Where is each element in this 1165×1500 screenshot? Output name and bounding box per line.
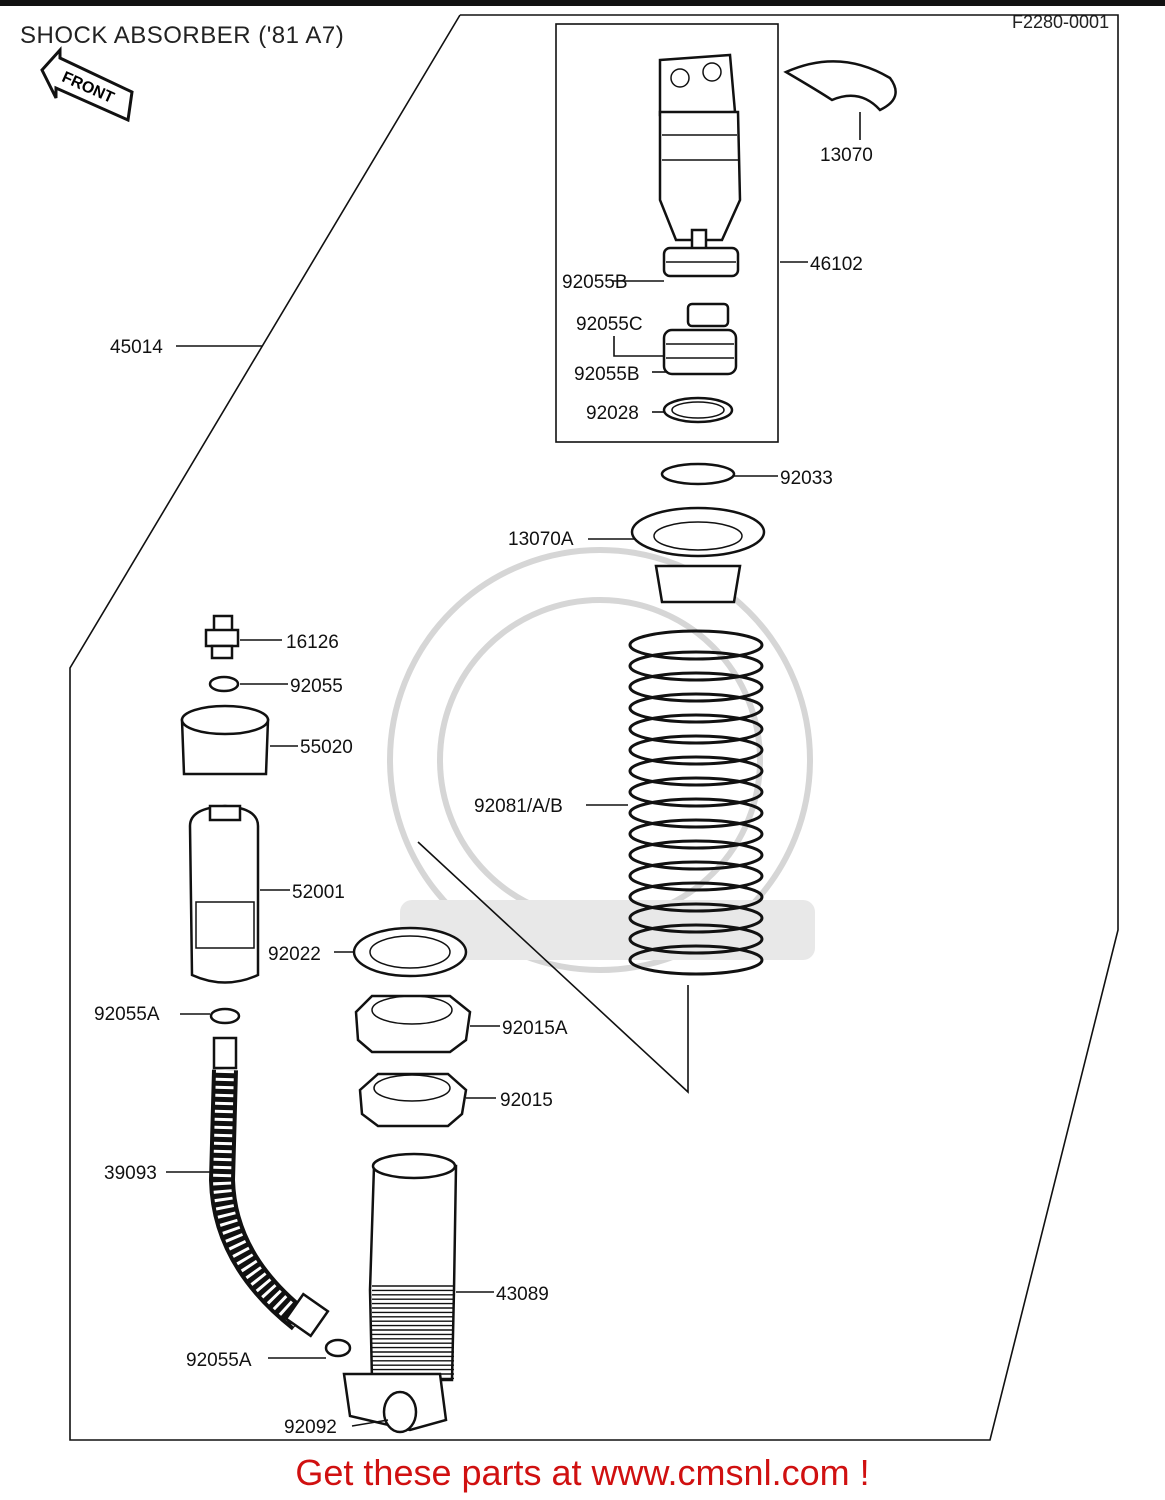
- page-title: SHOCK ABSORBER ('81 A7): [20, 22, 345, 49]
- label-45014: 45014: [110, 337, 163, 358]
- spring-coil: [628, 944, 764, 976]
- lock-nut-92015A: [354, 994, 472, 1054]
- label-13070A: 13070A: [508, 529, 574, 550]
- o-ring-92055: [208, 675, 240, 693]
- spring-group-lines: [417, 841, 689, 1094]
- damper-body-46102: [658, 53, 742, 424]
- label-92022: 92022: [268, 944, 321, 965]
- label-92015: 92015: [500, 1090, 553, 1111]
- spring-coil: [628, 818, 764, 850]
- footer-cta-link[interactable]: Get these parts at www.cmsnl.com !: [295, 1452, 870, 1493]
- spring-coil: [628, 713, 764, 745]
- spring-coil: [628, 692, 764, 724]
- lock-nut-92015: [358, 1072, 468, 1128]
- label-16126: 16126: [286, 632, 339, 653]
- spring-coil: [628, 923, 764, 955]
- hose-39093: [208, 1036, 330, 1338]
- o-ring-92055A-top: [209, 1007, 241, 1025]
- part-labels: 13070 46102 92055B 92055C 92055B 92028 9…: [94, 145, 873, 1438]
- leader-lines: [166, 112, 861, 1427]
- spring-coil: [628, 755, 764, 787]
- bushing-92092: [382, 1390, 418, 1434]
- c-clip-13070: [783, 60, 897, 112]
- label-92055A-upper: 92055A: [94, 1004, 160, 1025]
- watermark-logo: [387, 547, 815, 973]
- label-39093: 39093: [104, 1163, 157, 1184]
- spring-coil: [628, 797, 764, 829]
- label-43089: 43089: [496, 1284, 549, 1305]
- label-92055: 92055: [290, 676, 343, 697]
- coil-spring-92081: [628, 629, 764, 976]
- top-rule: [0, 0, 1165, 6]
- ring-92033: [660, 462, 736, 486]
- figure-reference: F2280-0001: [1012, 12, 1110, 32]
- label-92092: 92092: [284, 1417, 337, 1438]
- damper-group-box: [555, 23, 779, 443]
- label-92015A: 92015A: [502, 1018, 568, 1039]
- label-92081: 92081/A/B: [474, 796, 563, 817]
- spring-coil: [628, 902, 764, 934]
- spring-coil: [628, 881, 764, 913]
- washer-92022: [352, 926, 468, 978]
- valve-16126: [204, 614, 240, 660]
- assembly-outline: [69, 14, 1119, 1441]
- front-arrow-icon: FRONT: [40, 46, 134, 123]
- spring-coil: [628, 776, 764, 808]
- spring-coil: [628, 629, 764, 661]
- label-92055A-lower: 92055A: [186, 1350, 252, 1371]
- label-92028: 92028: [586, 403, 639, 424]
- o-ring-92055A-bottom: [324, 1338, 352, 1358]
- spring-coil: [628, 650, 764, 682]
- cap-55020: [180, 704, 270, 776]
- label-92033: 92033: [780, 468, 833, 489]
- label-13070: 13070: [820, 145, 873, 166]
- label-46102: 46102: [810, 254, 863, 275]
- label-52001: 52001: [292, 882, 345, 903]
- spring-coil: [628, 671, 764, 703]
- label-92055C: 92055C: [576, 314, 643, 335]
- reservoir-52001: [188, 804, 260, 984]
- label-92055B-upper: 92055B: [562, 272, 628, 293]
- spring-coil: [628, 839, 764, 871]
- spring-seat-13070A: [630, 506, 766, 604]
- shock-body-43089: [342, 1152, 458, 1432]
- label-55020: 55020: [300, 737, 353, 758]
- label-92055B-lower: 92055B: [574, 364, 640, 385]
- spring-coil: [628, 860, 764, 892]
- spring-coil: [628, 734, 764, 766]
